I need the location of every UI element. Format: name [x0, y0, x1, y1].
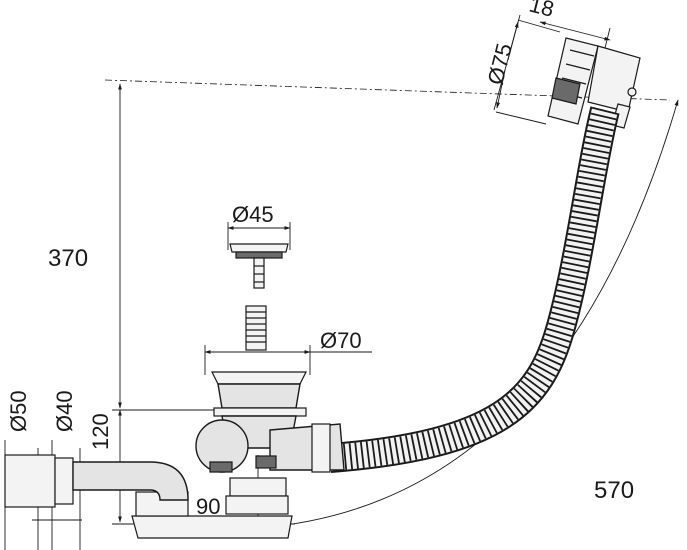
- dim-overflow-depth: 18: [527, 0, 557, 22]
- dim-trap-offset: 90: [196, 494, 220, 519]
- dim-hose-length: 570: [594, 477, 634, 504]
- dim-pipe-outer: Ø50: [6, 390, 31, 432]
- dim-overflow-diameter: Ø75: [483, 41, 517, 87]
- dim-height-overflow: 370: [48, 245, 88, 272]
- overflow-head: [547, 37, 641, 129]
- dim-outlet-diameter: Ø70: [320, 328, 362, 353]
- dimension-labels: 18 Ø75 Ø45 Ø70 370 120 Ø50 Ø40 90 570: [6, 0, 634, 519]
- side-outlet-pipe: [4, 454, 189, 508]
- dim-height-trap: 120: [88, 413, 113, 450]
- corrugated-hose: [328, 106, 620, 473]
- dim-stopper-diameter: Ø45: [232, 202, 274, 227]
- outlet-trap-body: [131, 371, 345, 539]
- stopper-plug: [229, 243, 289, 351]
- dim-pipe-inner: Ø40: [52, 390, 77, 432]
